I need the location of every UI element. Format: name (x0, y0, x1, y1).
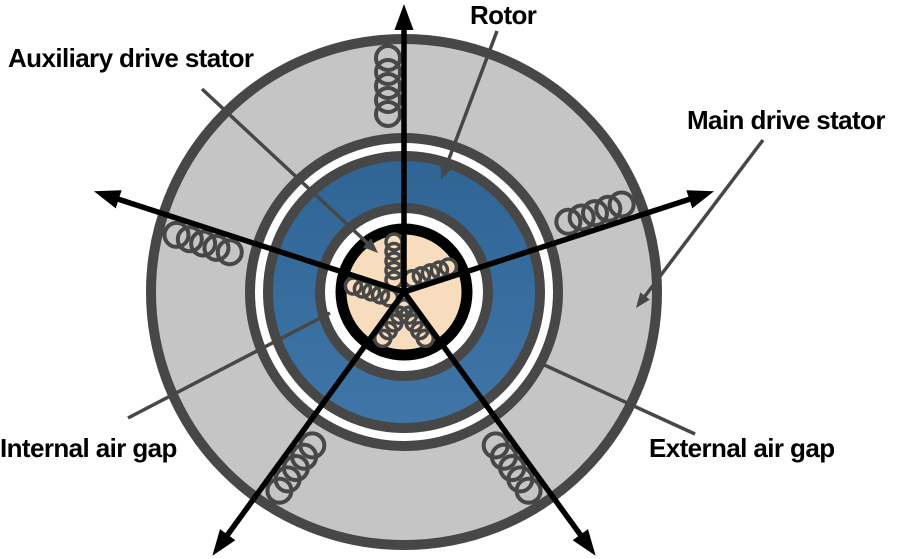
flux-arrow-lower-left (212, 290, 407, 556)
annotation-auxiliary-drive-stator-line (200, 87, 378, 253)
main-stator-winding-coil-234 (265, 431, 327, 505)
flux-arrow-up (394, 4, 414, 292)
auxiliary-stator-winding-coil-306 (393, 297, 436, 349)
main-stator-winding-coil-18 (554, 190, 636, 236)
flux-arrow-upper-right (403, 190, 715, 295)
label-rotor: Rotor (470, 0, 537, 30)
flux-arrow-lower-right (401, 290, 596, 556)
label-main-drive-stator: Main drive stator (687, 105, 885, 135)
main-stator-winding-coil-162 (162, 220, 244, 267)
annotation-main-drive-stator-line (636, 138, 765, 308)
flux-arrow-upper-left (93, 190, 405, 295)
main-stator-winding-coil-306 (481, 431, 543, 505)
main-stator-winding-coil-90 (374, 44, 402, 128)
annotation-rotor-line (440, 30, 499, 180)
label-internal-air-gap: Internal air gap (0, 433, 177, 463)
annotation-internal-air-gap-line (127, 311, 331, 420)
label-external-air-gap: External air gap (649, 433, 835, 463)
label-auxiliary-drive-stator: Auxiliary drive stator (8, 43, 254, 73)
annotation-external-air-gap-line (539, 361, 696, 436)
